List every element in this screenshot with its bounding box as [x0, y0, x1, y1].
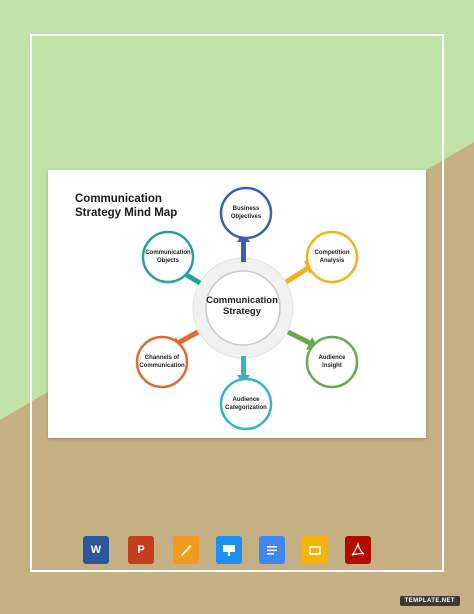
google-docs-icon[interactable] — [259, 536, 285, 564]
powerpoint-icon[interactable]: P — [128, 536, 154, 564]
node-communication-objects — [141, 230, 195, 284]
diagram-title: Communication Strategy Mind Map — [75, 193, 178, 219]
center-circle — [205, 270, 281, 346]
node-channels-of-communication — [135, 335, 189, 389]
node-audience-categorization — [219, 377, 273, 431]
word-icon[interactable]: W — [83, 536, 109, 564]
label-audience-insight: Audience Insight — [318, 355, 346, 369]
watermark: TEMPLATE.NET — [399, 596, 460, 606]
center-label: Communication Strategy — [206, 295, 278, 317]
node-audience-insight — [305, 335, 359, 389]
node-competition-analysis — [305, 230, 359, 284]
label-competition-analysis: Competition Analysis — [314, 250, 350, 264]
white-frame — [30, 34, 444, 572]
keynote-icon[interactable] — [216, 536, 242, 564]
label-audience-categorization: Audience Categorization — [225, 397, 267, 411]
acrobat-icon[interactable] — [345, 536, 371, 564]
label-communication-objects: Communication Objects — [145, 250, 191, 264]
mind-map-diagram — [135, 186, 359, 431]
label-channels-of-communication: Channels of Communication — [139, 355, 185, 369]
node-business-objectives — [219, 186, 273, 240]
google-slides-icon[interactable] — [302, 536, 328, 564]
mind-map-slide: Communication Strategy Mind Map Communic… — [48, 170, 426, 438]
app-icon-row: W P — [83, 536, 371, 566]
pages-icon[interactable] — [173, 536, 199, 564]
label-business-objectives: Business Objectives — [230, 206, 262, 220]
